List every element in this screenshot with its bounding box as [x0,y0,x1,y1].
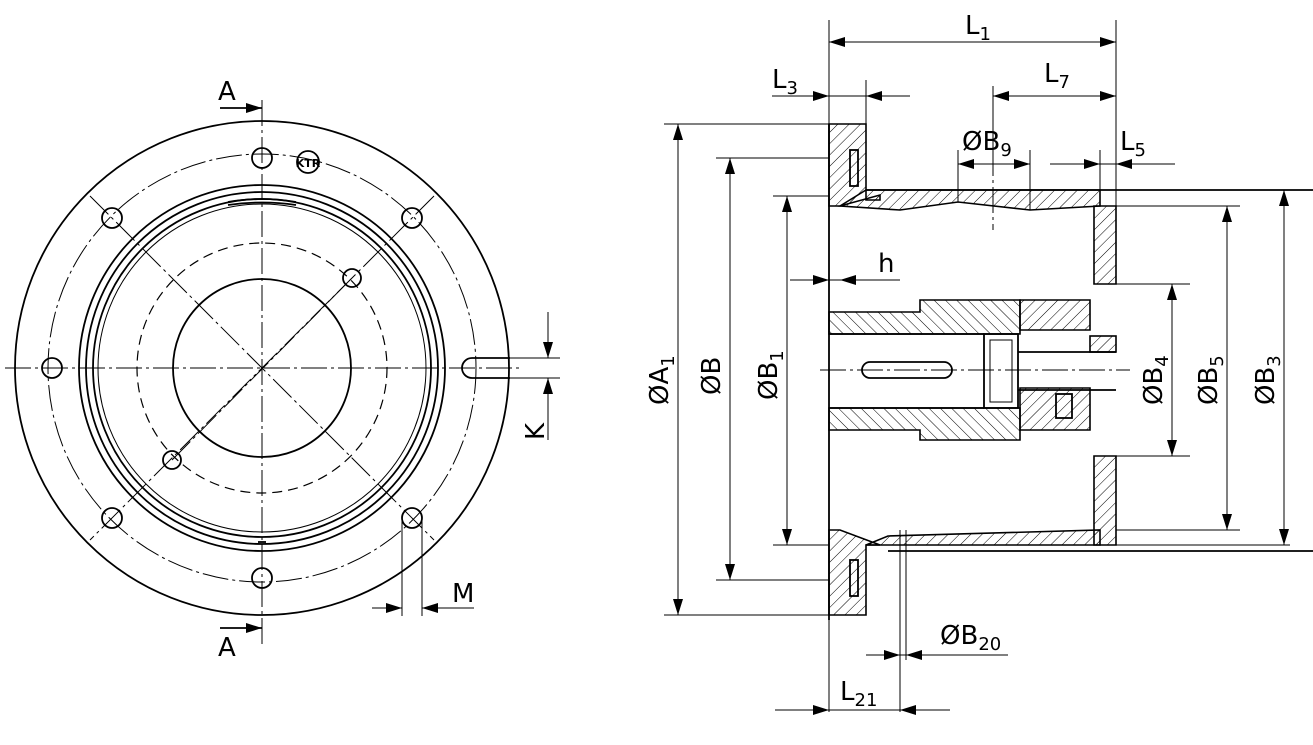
dim-h: h [878,249,894,279]
svg-text:h: h [878,249,894,279]
dim-l7: L7 [1044,59,1070,93]
svg-text:ØB9: ØB9 [962,127,1012,161]
ktr-logo-text: KTR [296,157,321,170]
bolt-hole [251,147,273,169]
inner-hole [342,268,362,288]
svg-text:ØB: ØB [697,357,727,395]
hub-end-top [1019,299,1091,331]
section-view: L1 L3 L7 ØB9 L5 h ØB20 L21 ØA1 ØB ØB1 [645,11,1313,715]
bolt-hole [101,207,123,229]
label-k: K [521,422,551,440]
svg-text:ØB20: ØB20 [940,621,1001,655]
hub-top [828,299,1021,335]
bolt-holes [41,147,423,589]
front-view: K M A A KTR [5,77,560,663]
label-m: M [452,579,474,609]
dim-b20: ØB20 [940,621,1001,655]
dim-b: ØB [697,357,727,395]
hub-end-bottom [1019,387,1091,431]
dim-b4: ØB4 [1139,355,1173,405]
hub-bottom [828,407,1021,441]
section-marker-top: A [218,77,236,107]
end-wall-top [1093,205,1117,285]
cone-top [837,189,1101,211]
svg-text:ØB4: ØB4 [1139,355,1173,405]
svg-text:L21: L21 [840,677,877,711]
section-marker-bottom: A [218,633,236,663]
ktr-logo [296,150,320,174]
dim-b3: ØB3 [1251,355,1285,405]
cone-bottom [865,529,1101,546]
slotted-hole [461,357,510,379]
svg-text:ØB1: ØB1 [754,350,788,400]
dim-l1: L1 [965,11,991,45]
inner-hole [162,450,182,470]
svg-text:L3: L3 [772,65,798,99]
svg-text:ØA1: ØA1 [645,355,679,405]
dim-b5: ØB5 [1194,355,1228,405]
dim-l3: L3 [772,65,798,99]
svg-text:ØB3: ØB3 [1251,355,1285,405]
bolt-hole [101,507,123,529]
keyway [861,361,953,379]
svg-text:L5: L5 [1120,127,1146,161]
bolt-hole [251,567,273,589]
bolt-hole [401,507,423,529]
end-wall-bottom [1093,455,1117,546]
bolt-hole [41,357,63,379]
dim-l21: L21 [840,677,877,711]
svg-text:ØB5: ØB5 [1194,355,1228,405]
dim-a1: ØA1 [645,355,679,405]
bearing-element [983,333,1019,409]
bolt-hole [401,207,423,229]
dim-l5: L5 [1120,127,1146,161]
svg-text:L1: L1 [965,11,991,45]
svg-text:L7: L7 [1044,59,1070,93]
dim-b9: ØB9 [962,127,1012,161]
dim-b1: ØB1 [754,350,788,400]
